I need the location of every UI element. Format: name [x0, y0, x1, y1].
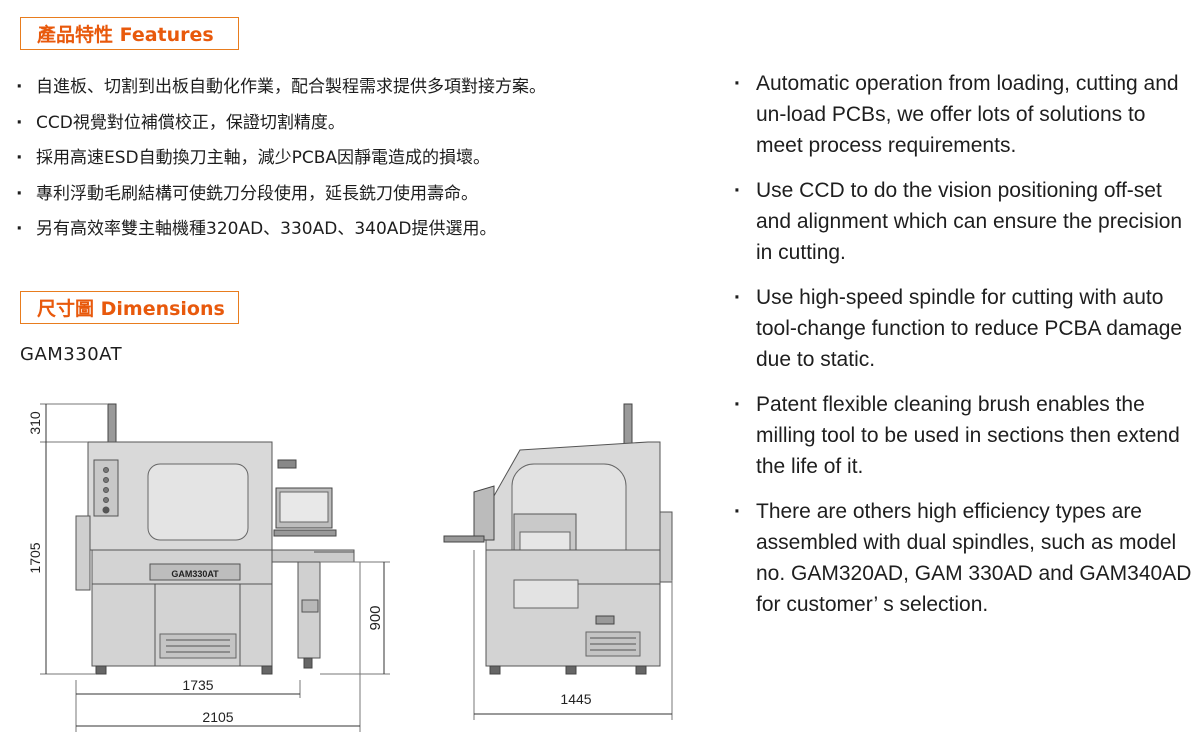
list-item: 採用高速ESD自動換刀主軸，減少PCBA因靜電造成的損壞。	[16, 141, 546, 177]
front-window	[147, 463, 249, 541]
list-item: Use CCD to do the vision positioning off…	[734, 175, 1196, 268]
features-zh-list: 自進板、切割到出板自動化作業，配合製程需求提供多項對接方案。 CCD視覺對位補償…	[16, 70, 546, 248]
list-item: Patent flexible cleaning brush enables t…	[734, 389, 1196, 482]
model-name: GAM330AT	[20, 344, 123, 365]
features-en-list: Automatic operation from loading, cuttin…	[734, 68, 1196, 634]
list-item: 自進板、切割到出板自動化作業，配合製程需求提供多項對接方案。	[16, 70, 546, 106]
list-item: Use high-speed spindle for cutting with …	[734, 282, 1196, 375]
dim-top: 310	[27, 411, 43, 435]
list-item: Automatic operation from loading, cuttin…	[734, 68, 1196, 161]
dim-table-height: 900	[367, 605, 384, 630]
list-item: 專利浮動毛刷結構可使銑刀分段使用，延長銑刀使用壽命。	[16, 177, 546, 213]
features-heading: 產品特性 Features	[20, 17, 239, 50]
list-item: 另有高效率雙主軸機種320AD、330AD、340AD提供選用。	[16, 212, 546, 248]
machine-label: GAM330AT	[171, 569, 219, 579]
list-item: There are others high efficiency types a…	[734, 496, 1196, 620]
dimension-drawing: GAM330AT 310 1705 900 1735 2105 1445	[27, 403, 673, 732]
list-item: CCD視覺對位補償校正，保證切割精度。	[16, 106, 546, 142]
dim-body-width: 1735	[182, 677, 213, 693]
dim-height: 1705	[27, 542, 43, 573]
signal-tower	[107, 403, 117, 449]
dimensions-heading: 尺寸圖 Dimensions	[20, 291, 239, 324]
dim-depth: 1445	[560, 691, 591, 707]
dim-total-width: 2105	[202, 709, 233, 725]
